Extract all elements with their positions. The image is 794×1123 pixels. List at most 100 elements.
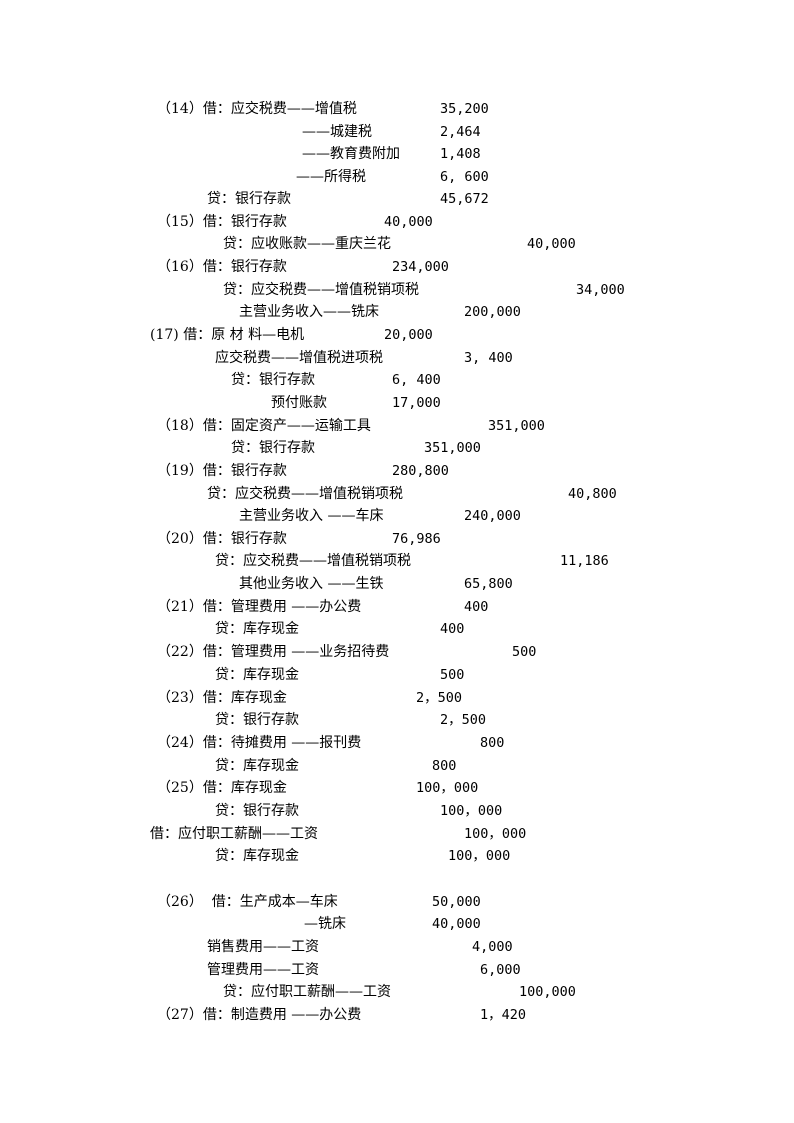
entry-text: 主营业务收入 ——车床 xyxy=(239,508,384,524)
journal-line: 贷：银行存款 2，500 xyxy=(0,709,794,731)
entry-amount: 6,000 xyxy=(480,962,521,978)
entry-text: 贷：银行存款 xyxy=(231,440,315,456)
entry-amount: 1，420 xyxy=(480,1007,527,1023)
entry-amount: 6, 400 xyxy=(392,372,441,388)
entry-amount: 40,000 xyxy=(384,214,433,230)
entry-text: （27）借：制造费用 ——办公费 xyxy=(157,1007,362,1023)
entry-text: （26） 借：生产成本—车床 xyxy=(157,894,338,910)
journal-line: 其他业务收入 ——生铁 65,800 xyxy=(0,573,794,595)
entry-amount: 17,000 xyxy=(392,395,441,411)
journal-line: 贷：应交税费——增值税销项税 11,186 xyxy=(0,550,794,572)
journal-line: （25）借：库存现金 100，000 xyxy=(0,777,794,799)
journal-line: 贷：库存现金 100，000 xyxy=(0,845,794,867)
entry-text: （15）借：银行存款 xyxy=(157,214,287,230)
journal-line: 贷：银行存款 351,000 xyxy=(0,437,794,459)
entry-amount: 1,408 xyxy=(440,146,481,162)
journal-line: 贷：库存现金 800 xyxy=(0,755,794,777)
entry-amount: 280,800 xyxy=(392,463,449,479)
entry-amount: 2，500 xyxy=(440,712,487,728)
entry-text: 销售费用——工资 xyxy=(207,939,319,955)
journal-line: （27）借：制造费用 ——办公费 1，420 xyxy=(0,1004,794,1026)
entry-text: （19）借：银行存款 xyxy=(157,463,287,479)
entry-text: ——所得税 xyxy=(296,169,366,185)
entry-text: （22）借：管理费用 ——业务招待费 xyxy=(157,644,390,660)
journal-line: 贷：银行存款 45,672 xyxy=(0,188,794,210)
entry-text: （23）借：库存现金 xyxy=(157,690,287,706)
entry-amount: 100，000 xyxy=(416,780,479,796)
entry-amount: 50,000 xyxy=(432,894,481,910)
entry-text: 应交税费——增值税进项税 xyxy=(215,350,383,366)
entry-amount: 500 xyxy=(512,644,537,660)
journal-line: （23）借：库存现金 2，500 xyxy=(0,687,794,709)
entry-text: （16）借：银行存款 xyxy=(157,259,287,275)
journal-line: —铣床 40,000 xyxy=(0,913,794,935)
journal-line: （19）借：银行存款 280,800 xyxy=(0,460,794,482)
journal-line: 贷：应交税费——增值税销项税 40,800 xyxy=(0,483,794,505)
entry-amount: 45,672 xyxy=(440,191,489,207)
entry-amount: 40,800 xyxy=(568,486,617,502)
entry-amount: 2,464 xyxy=(440,124,481,140)
entry-amount: 4,000 xyxy=(472,939,513,955)
entry-text: （20）借：银行存款 xyxy=(157,531,287,547)
journal-line: 主营业务收入——铣床 200,000 xyxy=(0,301,794,323)
journal-line: 贷：应收账款——重庆兰花 40,000 xyxy=(0,233,794,255)
journal-line: （15）借：银行存款 40,000 xyxy=(0,211,794,233)
journal-line: （18）借：固定资产——运输工具 351,000 xyxy=(0,415,794,437)
entry-text: （25）借：库存现金 xyxy=(157,780,287,796)
entry-text: 贷：库存现金 xyxy=(215,667,299,683)
journal-line: （14）借：应交税费——增值税 35,200 xyxy=(0,98,794,120)
journal-line: 预付账款 17,000 xyxy=(0,392,794,414)
entry-text: 贷：应交税费——增值税销项税 xyxy=(223,282,419,298)
entry-text: 贷：应付职工薪酬——工资 xyxy=(223,984,391,1000)
entry-amount: 100，000 xyxy=(440,803,503,819)
entry-text: 贷：应交税费——增值税销项税 xyxy=(207,486,403,502)
journal-line: （22）借：管理费用 ——业务招待费 500 xyxy=(0,641,794,663)
entry-amount: 200,000 xyxy=(464,304,521,320)
entry-text: 贷：库存现金 xyxy=(215,758,299,774)
entry-amount: 20,000 xyxy=(384,327,433,343)
entry-text: 贷：银行存款 xyxy=(207,191,291,207)
entry-amount: 100,000 xyxy=(519,984,576,1000)
entry-amount: 3, 400 xyxy=(464,350,513,366)
journal-line: 贷：库存现金 500 xyxy=(0,664,794,686)
entry-text: ——城建税 xyxy=(302,124,372,140)
journal-line: （16）借：银行存款 234,000 xyxy=(0,256,794,278)
entry-text: 贷：库存现金 xyxy=(215,848,299,864)
journal-line: 管理费用——工资 6,000 xyxy=(0,959,794,981)
journal-line: ——所得税 6, 600 xyxy=(0,166,794,188)
entry-text: 贷：银行存款 xyxy=(215,803,299,819)
journal-line: 贷：应付职工薪酬——工资 100,000 xyxy=(0,981,794,1003)
journal-line: 主营业务收入 ——车床 240,000 xyxy=(0,505,794,527)
entry-text: 贷：应交税费——增值税销项税 xyxy=(215,553,411,569)
journal-line: (17) 借：原 材 料—电机 20,000 xyxy=(0,324,794,346)
entry-text: —铣床 xyxy=(304,916,346,932)
entry-amount: 2，500 xyxy=(416,690,463,706)
entry-text: 主营业务收入——铣床 xyxy=(239,304,379,320)
entry-text: （14）借：应交税费——增值税 xyxy=(157,101,357,117)
journal-line: （20）借：银行存款 76,986 xyxy=(0,528,794,550)
journal-line: （26） 借：生产成本—车床 50,000 xyxy=(0,891,794,913)
entry-text: 贷：库存现金 xyxy=(215,621,299,637)
journal-line: 贷：银行存款 100，000 xyxy=(0,800,794,822)
entry-amount: 35,200 xyxy=(440,101,489,117)
entry-text: 预付账款 xyxy=(271,395,327,411)
entry-text: （18）借：固定资产——运输工具 xyxy=(157,418,371,434)
entry-text: (17) 借：原 材 料—电机 xyxy=(150,327,305,343)
journal-line: 借：应付职工薪酬——工资 100，000 xyxy=(0,823,794,845)
entry-amount: 34,000 xyxy=(576,282,625,298)
journal-line: 贷：库存现金 400 xyxy=(0,618,794,640)
entry-amount: 100，000 xyxy=(464,826,527,842)
journal-line: 销售费用——工资 4,000 xyxy=(0,936,794,958)
entry-amount: 351,000 xyxy=(424,440,481,456)
journal-line: 应交税费——增值税进项税 3, 400 xyxy=(0,347,794,369)
entry-amount: 800 xyxy=(432,758,457,774)
entry-amount: 500 xyxy=(440,667,465,683)
entry-amount: 76,986 xyxy=(392,531,441,547)
entry-amount: 11,186 xyxy=(560,553,609,569)
entry-text: 借：应付职工薪酬——工资 xyxy=(150,826,318,842)
journal-line: ——教育费附加 1,408 xyxy=(0,143,794,165)
entry-text: 其他业务收入 ——生铁 xyxy=(239,576,384,592)
entry-text: 贷：银行存款 xyxy=(231,372,315,388)
entry-text: （21）借：管理费用 ——办公费 xyxy=(157,599,362,615)
